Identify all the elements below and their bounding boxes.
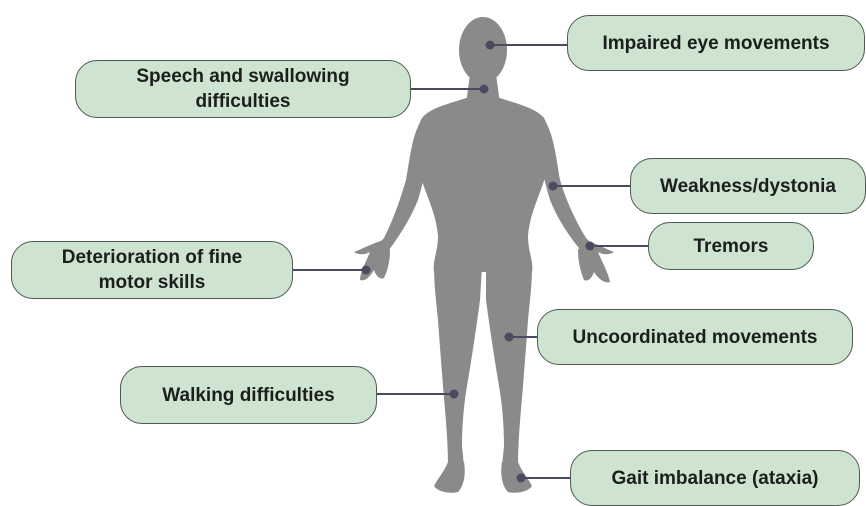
connector-eye-dot	[486, 41, 495, 50]
label-walking-difficulties: Walking difficulties	[120, 366, 377, 424]
connector-weakness-dot	[549, 182, 558, 191]
label-text: Impaired eye movements	[602, 31, 829, 56]
label-text: Tremors	[694, 234, 769, 259]
label-text: Uncoordinated movements	[573, 325, 818, 350]
label-text: Walking difficulties	[162, 383, 334, 408]
connector-uncoordinated-dot	[505, 333, 514, 342]
figure-right-leg	[486, 266, 532, 466]
label-gait-imbalance: Gait imbalance (ataxia)	[570, 450, 860, 506]
connector-walking-dot	[450, 390, 459, 399]
figure-head	[459, 17, 507, 83]
label-text-line2: difficulties	[136, 89, 349, 114]
figure-torso	[417, 98, 549, 272]
figure-left-hand	[354, 240, 390, 280]
label-impaired-eye-movements: Impaired eye movements	[567, 15, 865, 71]
label-weakness-dystonia: Weakness/dystonia	[630, 158, 866, 214]
connector-speech-dot	[480, 85, 489, 94]
label-uncoordinated-movements: Uncoordinated movements	[537, 309, 853, 365]
connector-gait-dot	[517, 474, 526, 483]
label-speech-swallowing: Speech and swallowing difficulties	[75, 60, 411, 118]
connector-tremors-dot	[586, 242, 595, 251]
figure-left-leg	[434, 266, 482, 466]
label-text: Gait imbalance (ataxia)	[612, 466, 819, 491]
label-text: Weakness/dystonia	[660, 174, 836, 199]
connector-fine-motor-dot	[362, 266, 371, 275]
figure-left-foot	[434, 462, 465, 493]
label-text-line1: Speech and swallowing	[136, 64, 349, 89]
label-fine-motor-skills: Deterioration of fine motor skills	[11, 241, 293, 299]
label-text-line1: Deterioration of fine	[62, 245, 243, 270]
label-tremors: Tremors	[648, 222, 814, 270]
label-text-line2: motor skills	[62, 270, 243, 295]
